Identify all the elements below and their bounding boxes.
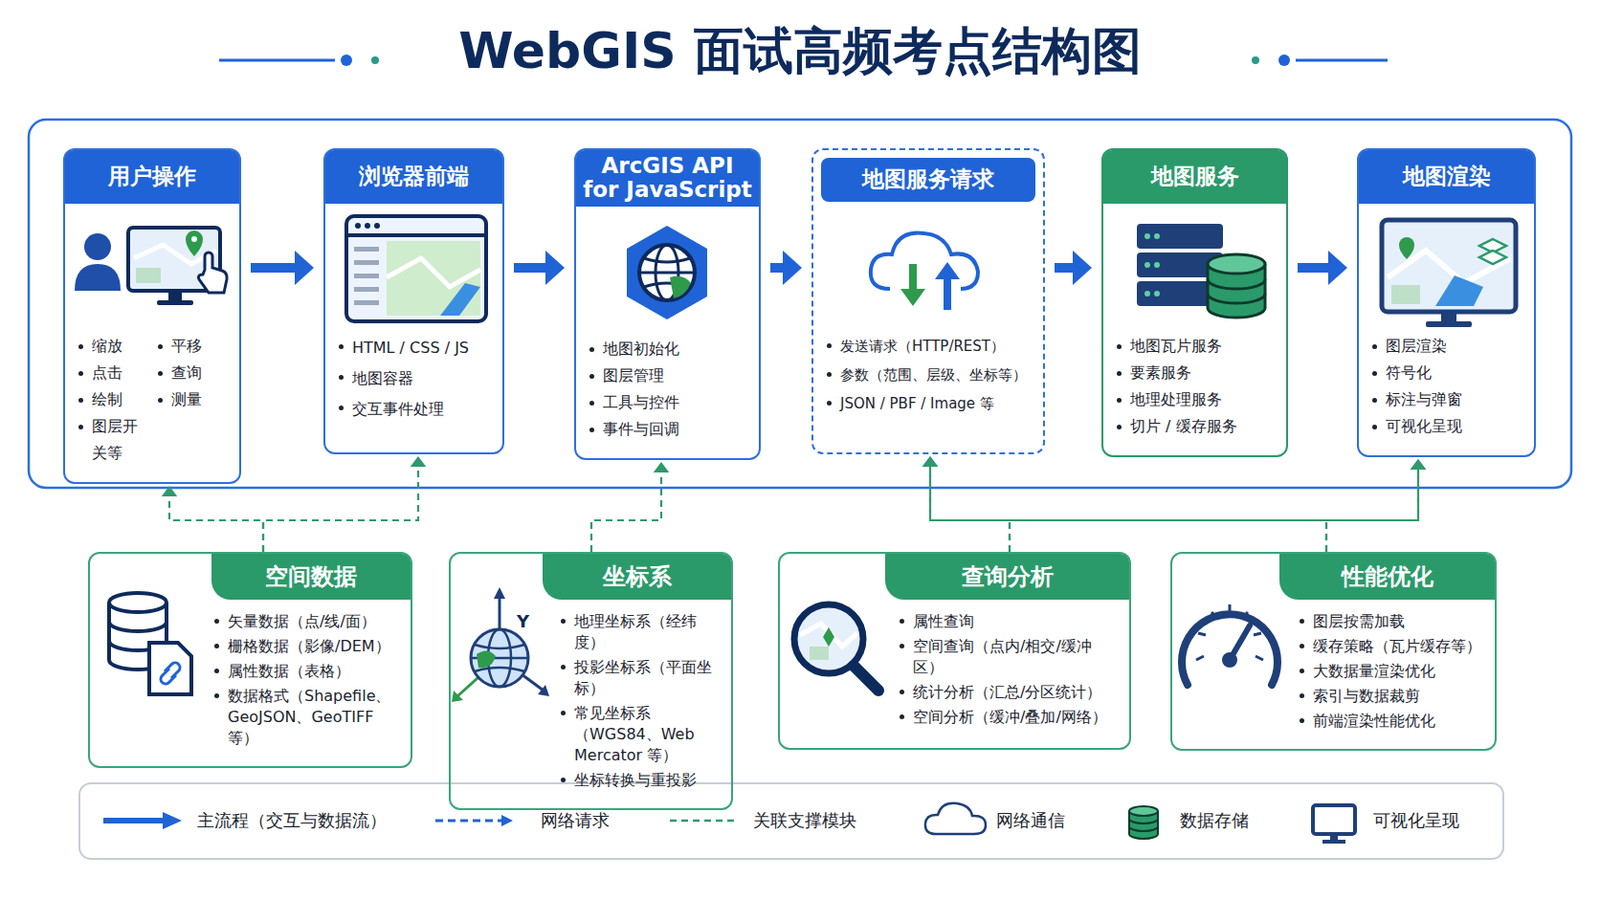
bullet-item: 地图初始化 — [589, 335, 748, 363]
bullet-list: 地理坐标系（经纬度）投影坐标系（平面坐标）常见坐标系（WGS84、Web Mer… — [450, 600, 732, 805]
bullet-item: 符号化 — [1372, 359, 1523, 387]
process-box: ArcGIS API for JavaScript 地图初始化图层管理工具与控件事… — [574, 148, 761, 461]
module-tab: 性能优化 — [1279, 554, 1495, 600]
support-module-box: 坐标系地理坐标系（经纬度）投影坐标系（平面坐标）常见坐标系（WGS84、Web … — [448, 552, 734, 811]
connector — [263, 456, 426, 553]
page-title: WebGIS 面试高频考点结构图 — [0, 21, 1600, 81]
bullet-list: 矢量数据（点/线/面） 栅格数据（影像/DEM） 属性数据（表格） 数据格式（Shap… — [89, 600, 411, 763]
process-box: 浏览器前端 HTML / CSS / JS地图容器交互事件处理 — [323, 148, 505, 455]
bullet-item: 图层渲染 — [1372, 333, 1523, 360]
bullet-item: 工具与控件 — [589, 389, 748, 417]
bullet-item: 绘制 — [78, 386, 149, 414]
connector — [591, 462, 669, 553]
legend-text: 关联支撑模块 — [753, 809, 857, 833]
module-tab: 空间数据 — [211, 554, 411, 600]
bullet-item: 交互事件处理 — [338, 394, 491, 425]
bullet-item: 图层管理 — [589, 362, 748, 390]
bullet-item: 栅格数据（影像/DEM） — [214, 636, 400, 658]
bullet-item: 常见坐标系（WGS84、Web Mercator 等） — [560, 703, 720, 767]
bullet-item: 坐标转换与重投影 — [560, 770, 720, 792]
bullet-item: 属性数据（表格） — [214, 661, 400, 683]
bullet-item: 缩放 — [78, 333, 149, 360]
bullet-item: 统计分析（汇总/分区统计） — [899, 682, 1118, 704]
process-box: 地图服务请求发送请求（HTTP/REST）参数（范围、层级、坐标等）JSON /… — [811, 148, 1045, 455]
module-tab: 查询分析 — [885, 554, 1130, 600]
connector — [1326, 459, 1426, 553]
icon-space — [65, 203, 240, 334]
icon-space — [1103, 203, 1287, 334]
connector — [1054, 250, 1092, 286]
bullet-item: 图层开关等 — [78, 413, 149, 467]
connector — [770, 250, 802, 286]
connector — [922, 456, 1327, 553]
process-box: 地图服务地图瓦片服务要素服务地理处理服务切片 / 缓存服务 — [1101, 148, 1289, 458]
bullet-item: 大数据量渲染优化 — [1299, 661, 1484, 683]
bullet-item: 事件与回调 — [589, 416, 748, 444]
bullet-item: 参数（范围、层级、坐标等） — [826, 360, 1032, 390]
bullet-list: 缩放平移点击查询绘制测量图层开关等 — [65, 333, 240, 479]
bullet-list: HTML / CSS / JS地图容器交互事件处理 — [325, 333, 503, 437]
bullet-item: 平移 — [157, 333, 228, 360]
process-box: 地图渲染图层渲染符号化标注与弹窗可视化呈现 — [1356, 148, 1536, 458]
bullet-list: 属性查询空间查询（点内/相交/缓冲区） 统计分析（汇总/分区统计） 空间分析（缓冲/… — [779, 600, 1130, 742]
bullet-item: 切片 / 缓存服务 — [1116, 413, 1275, 441]
support-module-box: 性能优化图层按需加载缓存策略（瓦片缓存等） 大数据量渲染优化索引与数据裁剪前端渲染… — [1170, 552, 1497, 752]
box-heading: ArcGIS API for JavaScript — [576, 150, 759, 207]
icon-space — [576, 206, 759, 336]
bullet-item: 发送请求（HTTP/REST） — [826, 332, 1032, 361]
legend-text: 网络请求 — [540, 809, 610, 833]
bullet-item: 索引与数据裁剪 — [1299, 686, 1484, 708]
bullet-item: 地图瓦片服务 — [1116, 333, 1275, 360]
bullet-item: 属性查询 — [899, 611, 1118, 633]
bullet-item: 地图容器 — [338, 363, 491, 395]
bullet-list: 地图瓦片服务要素服务地理处理服务切片 / 缓存服务 — [1103, 333, 1287, 452]
connector — [1297, 250, 1348, 286]
bullet-item: 数据格式（Shapefile、GeoJSON、GeoTIFF等） — [214, 686, 400, 750]
icon-space — [325, 203, 503, 334]
axis-label: Y — [516, 612, 530, 632]
bullet-item: HTML / CSS / JS — [338, 333, 491, 364]
legend-text: 可视化呈现 — [1373, 809, 1460, 833]
box-heading: 地图服务 — [1103, 150, 1287, 204]
connector — [1009, 459, 1426, 553]
legend-text: 数据存储 — [1179, 809, 1249, 833]
bullet-item: 空间分析（缓冲/叠加/网络） — [899, 707, 1118, 729]
box-heading: 浏览器前端 — [325, 150, 503, 204]
connector — [513, 250, 565, 286]
support-module-box: 查询分析属性查询空间查询（点内/相交/缓冲区） 统计分析（汇总/分区统计） 空间分析… — [777, 552, 1132, 751]
bullet-item: 地理坐标系（经纬度） — [560, 611, 720, 654]
box-heading: 用户操作 — [65, 150, 240, 204]
bullet-item: 点击 — [78, 359, 149, 387]
bullet-item: 空间查询（点内/相交/缓冲区） — [899, 636, 1118, 679]
connector — [250, 250, 314, 286]
bullet-item: 投影坐标系（平面坐标） — [560, 657, 720, 700]
legend-text: 网络通信 — [996, 809, 1066, 833]
bullet-item: 图层按需加载 — [1299, 611, 1484, 633]
module-tab: 坐标系 — [542, 554, 732, 600]
bullet-item: 矢量数据（点/线/面） — [214, 611, 400, 633]
bullet-list: 图层按需加载缓存策略（瓦片缓存等） 大数据量渲染优化索引与数据裁剪前端渲染性能优化 — [1172, 600, 1495, 746]
connector — [922, 456, 1010, 553]
bullet-item: JSON / PBF / Image 等 — [826, 389, 1032, 419]
bullet-item: 标注与弹窗 — [1372, 386, 1523, 414]
bullet-item: 要素服务 — [1116, 359, 1275, 387]
icon-space — [1358, 203, 1534, 334]
bullet-list: 图层渲染符号化标注与弹窗可视化呈现 — [1358, 333, 1534, 452]
legend-text: 主流程（交互与数据流） — [197, 809, 387, 833]
connector — [161, 486, 264, 553]
bullet-list: 地图初始化图层管理工具与控件事件与回调 — [576, 335, 759, 455]
box-heading: 地图服务请求 — [821, 157, 1036, 202]
bullet-item: 缓存策略（瓦片缓存等） — [1299, 636, 1484, 658]
bullet-list: 发送请求（HTTP/REST）参数（范围、层级、坐标等）JSON / PBF /… — [813, 332, 1044, 430]
process-box: 用户操作缩放平移点击查询绘制测量图层开关等 — [63, 148, 242, 485]
bullet-item: 可视化呈现 — [1372, 413, 1523, 441]
support-module-box: 空间数据矢量数据（点/线/面） 栅格数据（影像/DEM） 属性数据（表格） 数据格式（… — [88, 552, 413, 769]
bullet-item: 测量 — [157, 386, 228, 414]
bullet-item: 地理处理服务 — [1116, 386, 1275, 414]
bullet-item: 前端渲染性能优化 — [1299, 711, 1484, 733]
box-heading: 地图渲染 — [1358, 150, 1534, 204]
bullet-item: 查询 — [157, 359, 228, 387]
icon-space — [813, 201, 1044, 333]
